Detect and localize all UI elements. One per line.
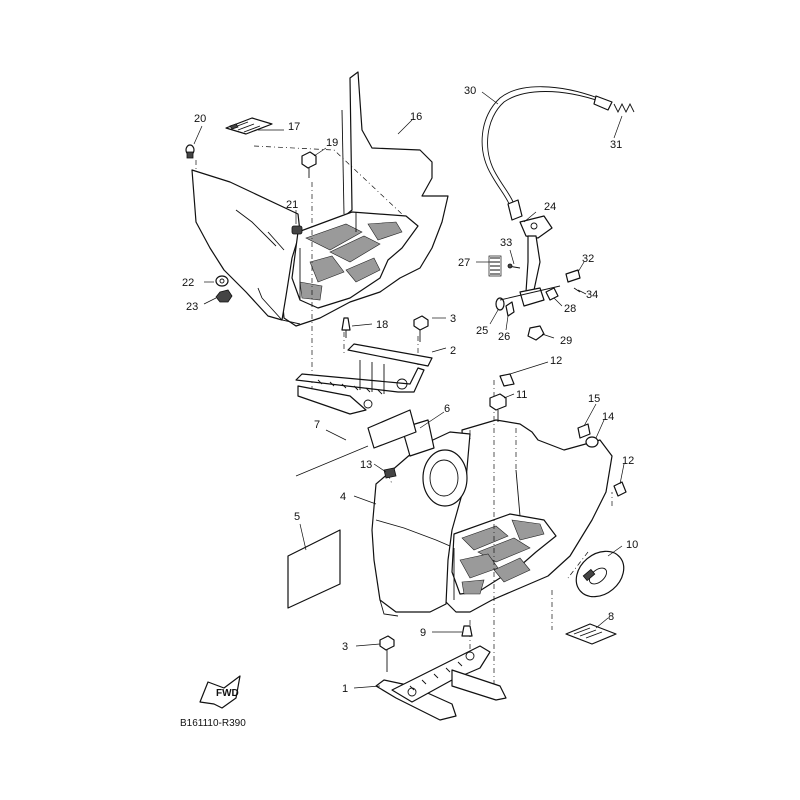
fwd-direction-badge: FWD bbox=[199, 675, 241, 709]
callout-29: 29 bbox=[560, 335, 572, 347]
part-1-bracket bbox=[375, 645, 507, 721]
callout-31: 31 bbox=[610, 139, 622, 151]
part-10-cover bbox=[575, 550, 625, 598]
callout-labels: 1 2 3 3 4 5 6 7 8 9 10 11 12 12 13 14 15… bbox=[182, 85, 638, 695]
part-28-bolt bbox=[545, 287, 559, 301]
part-5-plate bbox=[287, 529, 341, 609]
part-25-clip bbox=[495, 297, 505, 311]
part-3-bolt-upper bbox=[413, 315, 429, 342]
callout-32: 32 bbox=[582, 253, 594, 265]
callout-7: 7 bbox=[314, 419, 320, 431]
callout-12-right: 12 bbox=[622, 455, 634, 467]
callout-14: 14 bbox=[602, 411, 614, 423]
callout-13: 13 bbox=[360, 459, 372, 471]
part-32-bolt bbox=[565, 269, 581, 283]
right-footboard-assembly bbox=[371, 419, 613, 617]
callout-18: 18 bbox=[376, 319, 388, 331]
part-12-clip-upper bbox=[499, 373, 515, 387]
diagram-code: B161110-R390 bbox=[180, 718, 246, 729]
callout-11: 11 bbox=[516, 389, 527, 401]
part-26-washer bbox=[505, 301, 515, 317]
part-24-pedal-bracket bbox=[519, 215, 553, 293]
callout-16: 16 bbox=[410, 111, 422, 123]
callout-9: 9 bbox=[420, 627, 426, 639]
part-23-nut bbox=[215, 289, 233, 303]
callout-34: 34 bbox=[586, 289, 598, 301]
callout-28: 28 bbox=[564, 303, 576, 315]
callout-24: 24 bbox=[544, 201, 556, 213]
part-22-washer bbox=[215, 275, 229, 287]
part-3-bolt-lower bbox=[379, 635, 395, 672]
callout-23: 23 bbox=[186, 301, 198, 313]
callout-20: 20 bbox=[194, 113, 206, 125]
pivot-shaft bbox=[499, 285, 561, 307]
callout-3-upper: 3 bbox=[450, 313, 456, 325]
part-18-rivet bbox=[341, 317, 351, 338]
callout-22: 22 bbox=[182, 277, 194, 289]
part-33-pin bbox=[507, 263, 521, 269]
part-21-bolt bbox=[291, 225, 303, 235]
part-34-pin bbox=[573, 287, 581, 293]
brake-cable-assembly bbox=[481, 86, 635, 221]
callout-4: 4 bbox=[340, 491, 346, 503]
part-29-nut bbox=[527, 325, 545, 341]
left-footboard-assembly bbox=[191, 71, 449, 327]
leader-lines bbox=[193, 91, 625, 689]
callout-19: 19 bbox=[326, 137, 338, 149]
part-8-grip-plate bbox=[565, 623, 617, 645]
part-7-label bbox=[295, 409, 417, 477]
callout-15: 15 bbox=[588, 393, 600, 405]
callout-25: 25 bbox=[476, 325, 488, 337]
callout-8: 8 bbox=[608, 611, 614, 623]
callout-26: 26 bbox=[498, 331, 510, 343]
callout-2: 2 bbox=[450, 345, 456, 357]
callout-10: 10 bbox=[626, 539, 638, 551]
callout-1: 1 bbox=[342, 683, 348, 695]
part-17-grip-plate bbox=[225, 117, 273, 135]
part-11-bolt bbox=[489, 393, 507, 422]
callout-17: 17 bbox=[288, 121, 300, 133]
fwd-text: FWD bbox=[216, 688, 239, 699]
callout-33: 33 bbox=[500, 237, 512, 249]
callout-3-lower: 3 bbox=[342, 641, 348, 653]
part-12-clip-right bbox=[613, 481, 627, 497]
callout-30: 30 bbox=[464, 85, 476, 97]
part-15-washer bbox=[577, 423, 591, 439]
part-13-bolt bbox=[383, 467, 397, 479]
callout-6: 6 bbox=[444, 403, 450, 415]
callout-27: 27 bbox=[458, 257, 470, 269]
part-2-bracket bbox=[295, 343, 433, 415]
part-19-bolt bbox=[301, 151, 317, 178]
part-20-clip bbox=[185, 144, 195, 159]
part-9-rivet bbox=[461, 625, 473, 637]
callout-21: 21 bbox=[286, 199, 298, 211]
callout-12-upper: 12 bbox=[550, 355, 562, 367]
part-27-spring bbox=[488, 255, 502, 277]
callout-5: 5 bbox=[294, 511, 300, 523]
part-14-washer bbox=[585, 436, 599, 448]
